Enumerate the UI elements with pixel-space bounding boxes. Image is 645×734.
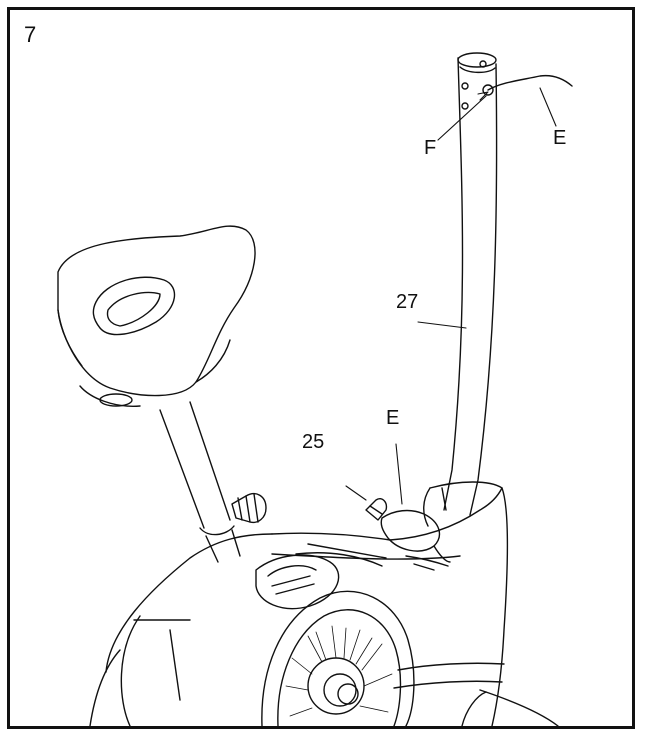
- wheel-spokes: [285, 625, 393, 717]
- seat: [57, 225, 256, 407]
- flywheel-cover: [261, 590, 415, 726]
- callout-f: F: [424, 137, 437, 159]
- upright-tube: [443, 52, 498, 516]
- wire-top: [487, 74, 573, 91]
- callout-25: 25: [302, 431, 325, 453]
- bike-frame: [89, 481, 559, 726]
- wire-bundle: [380, 509, 451, 571]
- seat-knob: [231, 492, 267, 524]
- seat-post: [159, 401, 241, 563]
- callout-e-lower: E: [386, 407, 400, 429]
- callout-27: 27: [396, 291, 419, 313]
- exercise-bike-illustration: [57, 52, 573, 726]
- leader-lines: [345, 87, 557, 505]
- callout-e-top: E: [553, 127, 567, 149]
- part-25-connector: [365, 498, 388, 521]
- diagram-frame: 7 F E 27 E 25: [7, 7, 635, 729]
- crank-housing: [255, 543, 387, 610]
- step-number: 7: [24, 22, 37, 47]
